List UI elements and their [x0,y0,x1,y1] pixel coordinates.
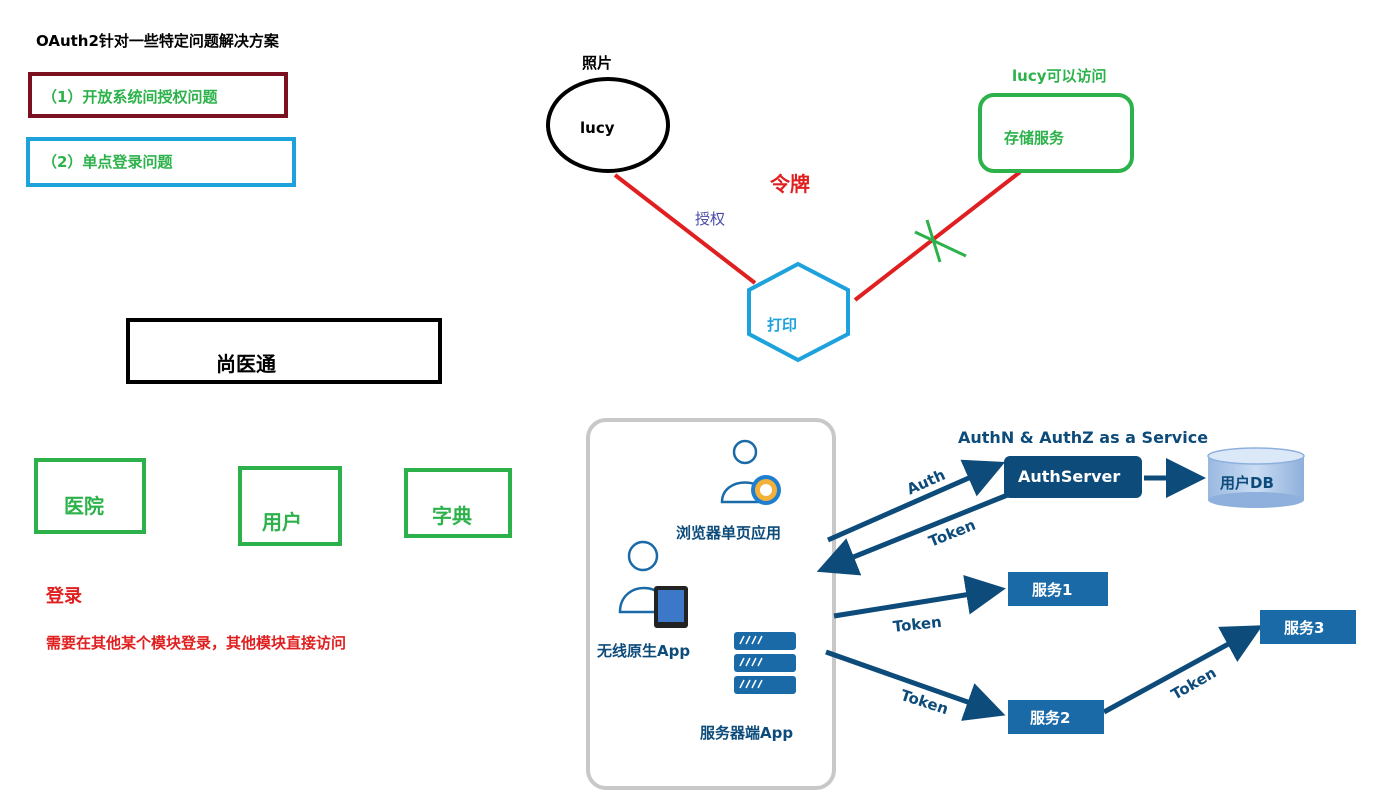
service2-arrow [825,649,1006,721]
service1-box [1008,572,1108,606]
photo-label: 照片 [582,54,613,72]
service1-arrow [833,575,1006,619]
token-return-arrow [816,491,1011,576]
service1-label: 服务1 [1032,581,1073,599]
page-title: OAuth2针对一些特定问题解决方案 [36,32,279,50]
service3-box [1260,610,1356,644]
module-user: 用户 [238,466,342,546]
storage-service-box [978,93,1134,173]
client-browser-label: 浏览器单页应用 [676,524,782,542]
client-server-label: 服务器端App [700,724,794,742]
architecture-heading: AuthN & AuthZ as a Service [958,428,1209,447]
system-title-box: 尚医通 [126,318,442,384]
authorize-line [613,173,757,285]
print-hexagon [747,261,850,363]
user-lucy-label: lucy [580,119,615,137]
client-panel [586,418,836,790]
auth-server-label: AuthServer [1018,467,1121,486]
service3-label: 服务3 [1284,619,1325,637]
token-label: 令牌 [770,172,810,196]
cross-mark-a [914,230,967,258]
service3-arrow [1102,625,1263,715]
token-line [853,170,1022,302]
system-title: 尚医通 [216,352,276,376]
auth-server-box [1004,456,1142,498]
access-label: lucy可以访问 [1012,67,1107,85]
module-hospital-label: 医院 [64,494,104,518]
client-mobile-label: 无线原生App [597,642,691,660]
storage-service-label: 存储服务 [1004,129,1065,147]
module-hospital: 医院 [34,458,146,534]
user-db-cylinder [1207,447,1305,508]
server-icon [734,632,796,694]
cross-mark-b [925,219,942,263]
module-user-label: 用户 [262,510,302,534]
authorize-label: 授权 [695,210,726,228]
user-lucy-circle [546,77,670,173]
auth-arrow [826,459,1006,543]
browser-globe-icon [751,475,781,505]
service2-label: 服务2 [1030,709,1071,727]
login-heading: 登录 [46,586,82,607]
problem-box-open-auth: （1）开放系统间授权问题 [28,72,288,118]
tablet-icon [654,586,688,628]
print-label: 打印 [767,316,798,334]
problem-label-open-auth: （1）开放系统间授权问题 [42,88,218,106]
module-dictionary: 字典 [404,468,512,538]
login-description: 需要在其他某个模块登录，其他模块直接访问 [46,634,347,652]
problem-label-sso: （2）单点登录问题 [42,153,173,171]
service2-box [1008,700,1104,734]
user-db-label: 用户DB [1220,474,1274,492]
module-dictionary-label: 字典 [432,504,472,528]
problem-box-sso: （2）单点登录问题 [26,137,296,187]
